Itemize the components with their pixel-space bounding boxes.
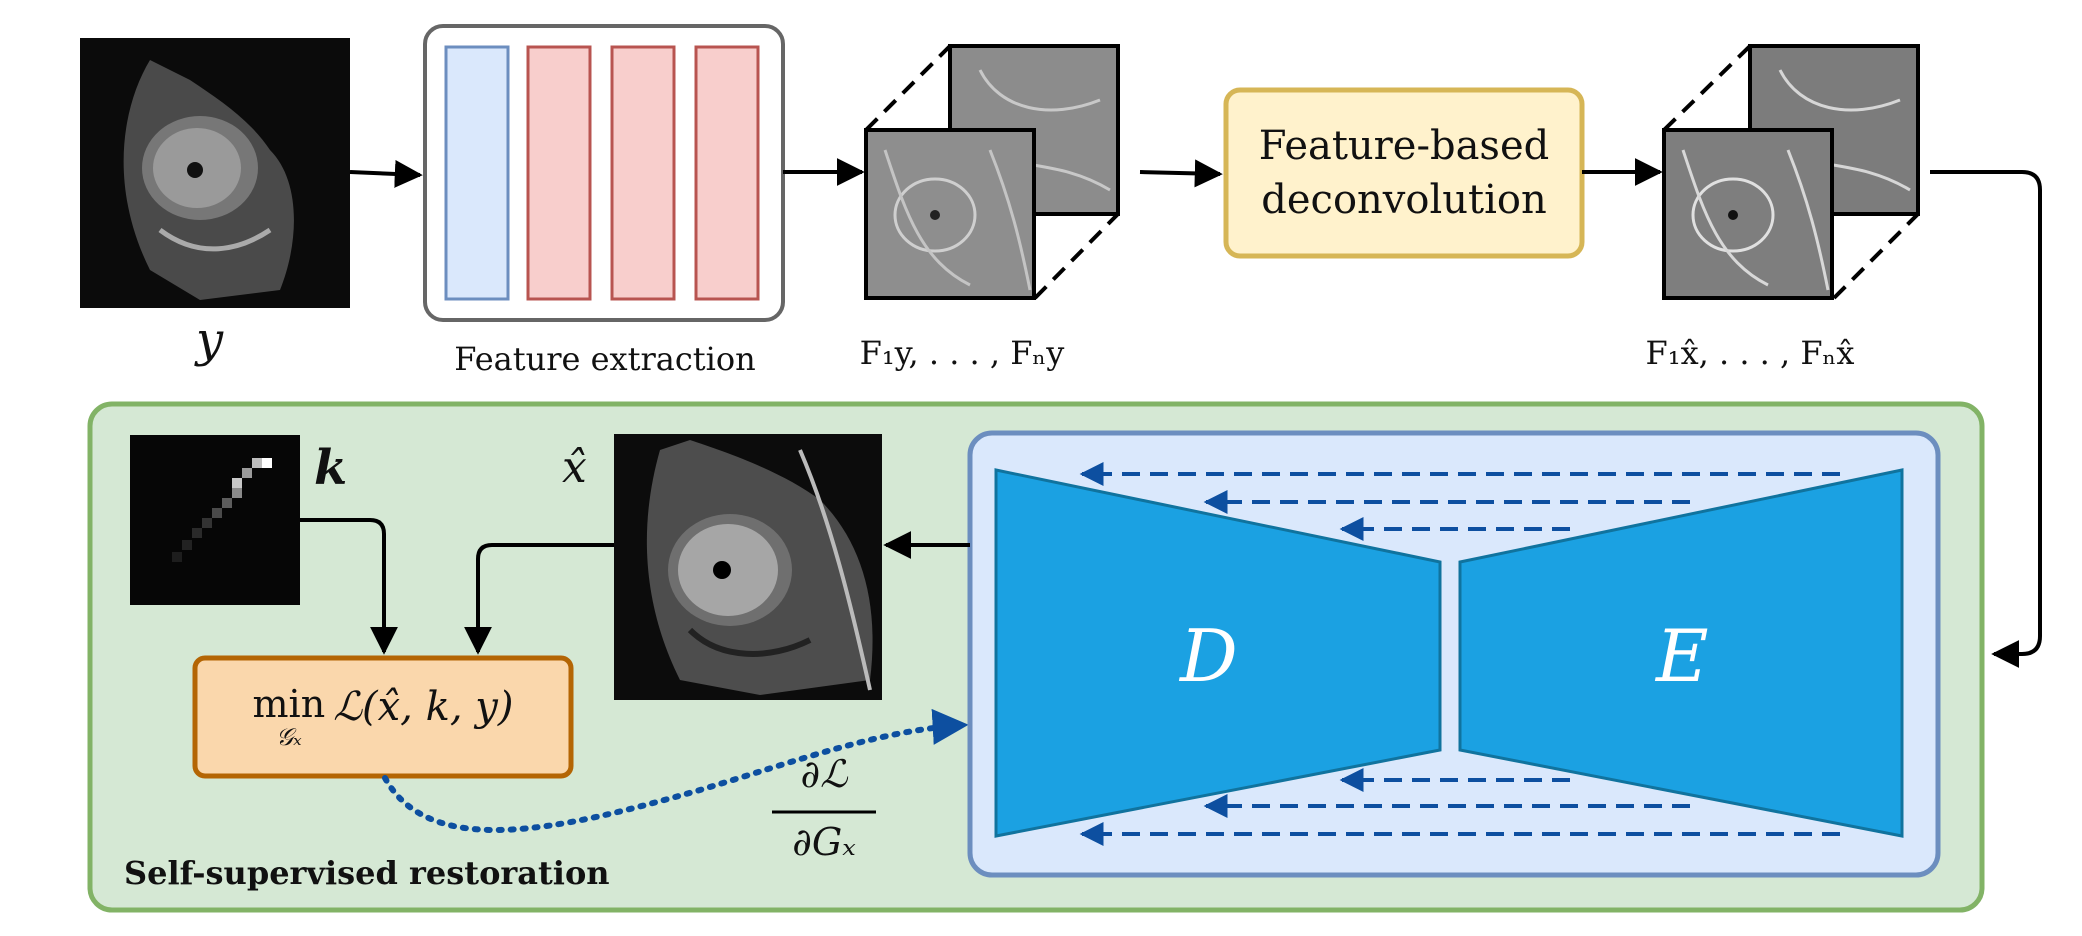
input-features-label: F₁y, . . . , Fₙy bbox=[859, 334, 1065, 372]
feature-layer-blue bbox=[444, 45, 510, 301]
arrow-restored-to-loss bbox=[464, 543, 614, 655]
loss-expression: min 𝒢ₓ ℒ(x̂, k, y) bbox=[195, 660, 571, 774]
decoder-trapezoid bbox=[994, 468, 1442, 838]
feature-extraction-label: Feature extraction bbox=[454, 340, 756, 378]
encoder-label: E bbox=[1656, 614, 1709, 698]
deconvolution-line-1: Feature-based bbox=[1258, 123, 1550, 169]
input-image-label: y bbox=[196, 312, 224, 368]
feature-layer-red-2 bbox=[610, 45, 676, 301]
gradient-numerator: ∂ℒ bbox=[800, 752, 848, 796]
loss-function: ℒ(x̂, k, y) bbox=[333, 684, 514, 730]
skip-connections-bottom bbox=[1079, 768, 1840, 846]
loss-min: min bbox=[252, 682, 326, 726]
restored-label: x̂ bbox=[562, 442, 587, 493]
input-image-y bbox=[80, 38, 350, 308]
deconvolution-line-2: deconvolution bbox=[1261, 177, 1547, 223]
arrow-input-to-extraction bbox=[349, 159, 423, 188]
restored-image-x-hat bbox=[614, 434, 882, 700]
feature-maps-deconvolved bbox=[1662, 44, 1920, 300]
feature-extraction-box bbox=[423, 24, 785, 322]
deconv-features-label: F₁x̂, . . . , Fₙx̂ bbox=[1645, 334, 1855, 372]
kernel-image-k bbox=[130, 435, 300, 605]
feature-layer-red-1 bbox=[526, 45, 592, 301]
feature-layer-red-3 bbox=[694, 45, 760, 301]
encoder-trapezoid bbox=[1458, 468, 1904, 838]
arrow-features-to-deconv bbox=[1139, 159, 1223, 188]
feature-maps-input bbox=[864, 44, 1120, 300]
gradient-arrow bbox=[382, 708, 969, 833]
deconvolution-text: Feature-based deconvolution bbox=[1226, 92, 1582, 254]
decoder-label: D bbox=[1180, 614, 1238, 698]
gradient-denominator: ∂Gₓ bbox=[792, 820, 856, 864]
kernel-label: k bbox=[314, 440, 348, 496]
skip-connections-top bbox=[1079, 462, 1840, 541]
section-title: Self-supervised restoration bbox=[124, 854, 610, 892]
loss-subscript: 𝒢ₓ bbox=[276, 723, 302, 751]
arrow-kernel-to-loss bbox=[300, 518, 398, 655]
arrow-features-to-restoration bbox=[1930, 170, 2042, 668]
